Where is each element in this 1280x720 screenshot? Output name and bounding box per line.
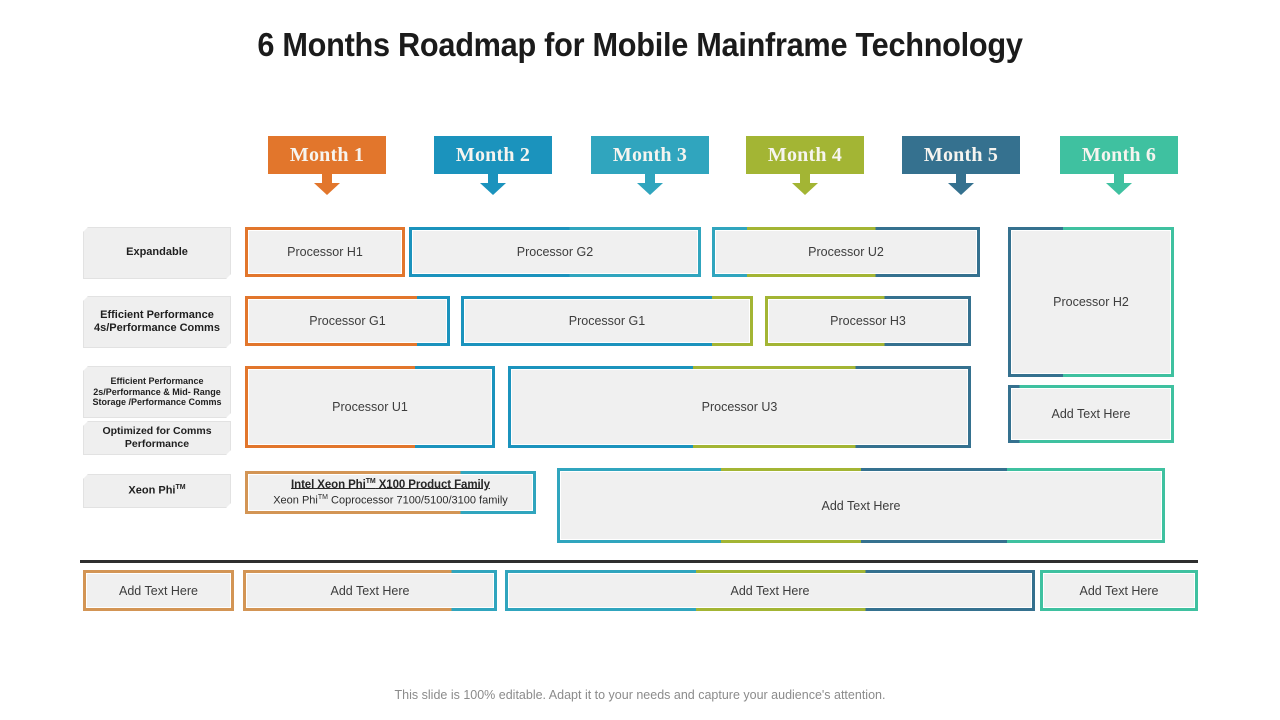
month-arrow-stem-icon [322,174,332,183]
bar-fill: Processor H1 [248,230,402,274]
bar-fill: Processor G1 [248,299,447,343]
month-header-4[interactable]: Month 4 [746,136,864,195]
bar-fill: Processor H3 [768,299,968,343]
bar-label: Add Text Here [1079,583,1159,598]
row-label-1[interactable]: Expandable [83,227,231,279]
row-label-4[interactable]: Optimized for Comms Performance [83,421,231,455]
xeon-phi-title: Intel Xeon PhiTM X100 Product Family [291,477,490,491]
bar-fill: Processor G2 [412,230,698,274]
month-header-label: Month 3 [612,144,688,166]
month-header-3[interactable]: Month 3 [591,136,709,195]
processor-u1[interactable]: Processor U1 [245,366,495,448]
bar-label: Processor U1 [332,400,408,414]
bar-label: Processor G1 [568,314,646,328]
processor-g2[interactable]: Processor G2 [409,227,701,277]
month-arrow-down-icon [314,183,340,195]
month-header-1[interactable]: Month 1 [268,136,386,195]
month-header-row: Month 1 Month 2 Month 3 Month 4 Month 5 Month… [0,136,1280,195]
bar-label: Processor H3 [830,314,906,328]
processor-h3[interactable]: Processor H3 [765,296,971,346]
section-divider [80,560,1198,563]
bar-fill: Processor H2 [1011,230,1171,374]
row-label-2[interactable]: Efficient Performance 4s/Performance Com… [83,296,231,348]
month-header-label: Month 1 [289,144,365,166]
processor-g1-b[interactable]: Processor G1 [461,296,753,346]
processor-h1[interactable]: Processor H1 [245,227,405,277]
bar-label: Processor U2 [808,245,884,259]
bar-fill: Processor U2 [715,230,977,274]
bar-fill: Add Text Here [1011,388,1171,440]
bar-fill: Processor U1 [248,369,492,445]
month-arrow-stem-icon [1114,174,1124,183]
month-header-label: Month 6 [1081,144,1157,166]
processor-u2[interactable]: Processor U2 [712,227,980,277]
bar-label: Processor G2 [516,245,594,259]
add-text-here-bottom-2[interactable]: Add Text Here [243,570,497,611]
bar-fill: Add Text Here [86,573,231,608]
month-header-label: Month 4 [767,144,843,166]
month-arrow-down-icon [792,183,818,195]
month-arrow-down-icon [1106,183,1132,195]
bar-label: Processor U3 [701,400,778,414]
processor-u3[interactable]: Processor U3 [508,366,971,448]
row-label-text: Xeon PhiTM [128,483,186,497]
bar-label: Add Text Here [730,583,810,598]
add-text-here-bottom-4[interactable]: Add Text Here [1040,570,1198,611]
xeon-phi-subtitle: Xeon PhiTM Coprocessor 7100/5100/3100 fa… [273,493,508,507]
footer-note: This slide is 100% editable. Adapt it to… [394,688,886,702]
bar-fill: Add Text Here [1043,573,1195,608]
month-arrow-stem-icon [800,174,810,183]
month-arrow-stem-icon [956,174,966,183]
bar-fill: Add Text Here [508,573,1032,608]
add-text-here-xeon[interactable]: Add Text Here [557,468,1165,543]
bar-fill: Add Text Here [560,471,1162,540]
bar-fill: Processor G1 [464,299,750,343]
page-title: 6 Months Roadmap for Mobile Mainframe Te… [257,26,1023,63]
month-header-label: Month 2 [455,144,531,166]
row-label-5[interactable]: Xeon PhiTM [83,474,231,508]
add-text-here-bottom-1[interactable]: Add Text Here [83,570,234,611]
month-arrow-stem-icon [645,174,655,183]
bar-label: Processor G1 [309,314,386,328]
bar-label: Add Text Here [1051,407,1131,421]
processor-h2[interactable]: Processor H2 [1008,227,1174,377]
add-text-here-h2-below[interactable]: Add Text Here [1008,385,1174,443]
bar-label: Add Text Here [821,498,901,513]
month-header-2[interactable]: Month 2 [434,136,552,195]
row-label-3[interactable]: Efficient Performance 2s/Performance & M… [83,366,231,418]
bar-label: Processor H2 [1053,295,1129,309]
bar-label: Add Text Here [330,583,410,598]
month-arrow-down-icon [948,183,974,195]
bar-label: Processor H1 [287,245,363,259]
processor-g1-a[interactable]: Processor G1 [245,296,450,346]
bar-label: Add Text Here [119,583,198,598]
month-header-5[interactable]: Month 5 [902,136,1020,195]
bar-fill: Processor U3 [511,369,968,445]
month-arrow-stem-icon [488,174,498,183]
add-text-here-bottom-3[interactable]: Add Text Here [505,570,1035,611]
month-arrow-down-icon [480,183,506,195]
month-header-6[interactable]: Month 6 [1060,136,1178,195]
bar-fill: Add Text Here [246,573,494,608]
month-header-label: Month 5 [923,144,999,166]
month-arrow-down-icon [637,183,663,195]
